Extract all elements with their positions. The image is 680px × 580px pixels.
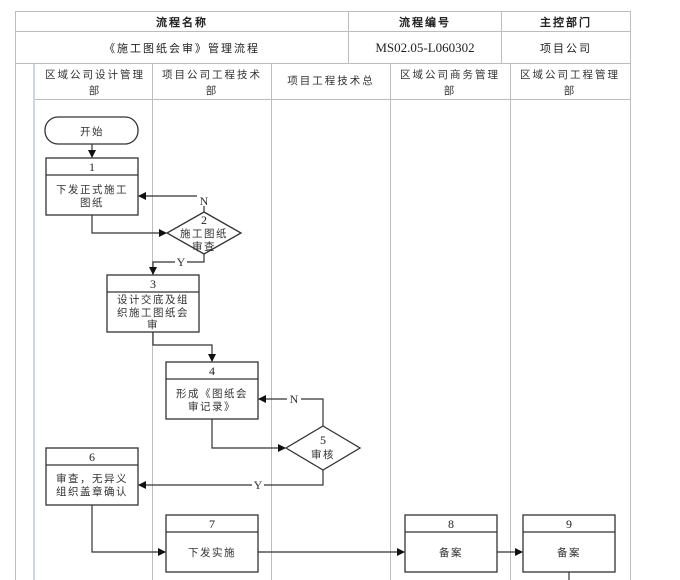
process-node-8 (404, 514, 498, 573)
node-3-text: 织施工图纸会 (117, 306, 189, 319)
node-8-number: 8 (448, 517, 454, 531)
process-node-9 (522, 514, 616, 573)
node-9-text: 备案 (557, 546, 581, 559)
edge-label-n5-yes: Y (254, 478, 263, 492)
border (15, 11, 16, 580)
edge-1-2 (91, 215, 167, 237)
lane-header: 项目公司工程技术部 (162, 69, 262, 97)
node-2-text: 审查 (192, 240, 216, 253)
edge-label-n2-yes: Y (177, 255, 186, 269)
node-3-text: 审 (147, 318, 159, 331)
edge-2-1-no (138, 192, 205, 212)
lane-header: 区域公司商务管理部 (400, 69, 500, 97)
node-7-text: 下发实施 (188, 546, 236, 559)
process-node-6 (45, 447, 139, 506)
node-1-text: 图纸 (80, 196, 104, 209)
node-6-number: 6 (89, 450, 95, 464)
border (501, 11, 502, 64)
node-6-text: 组织盖章确认 (56, 485, 128, 498)
node-4-text: 审记录》 (188, 400, 236, 413)
lane-divider (510, 64, 511, 580)
process-node-3 (106, 274, 200, 333)
node-4-number: 4 (209, 364, 215, 378)
process-name-value: 《施工图纸会审》管理流程 (104, 41, 260, 55)
border (15, 11, 631, 12)
edge-5-6-yes (138, 470, 324, 489)
lane-gutter (33, 64, 35, 580)
node-4-text: 形成《图纸会 (176, 387, 248, 400)
node-1-text: 下发正式施工 (56, 183, 128, 196)
node-5-text: 审核 (311, 448, 335, 461)
lane-header-divider (35, 99, 630, 100)
start-label: 开始 (80, 125, 104, 138)
lane-divider (390, 64, 391, 580)
border (348, 11, 349, 64)
control-dept-value: 项目公司 (540, 41, 592, 55)
edge-label-n2-no: N (200, 194, 209, 208)
node-5-number: 5 (320, 433, 326, 447)
edge-5-4-no (258, 395, 324, 426)
edge-4-5 (211, 419, 286, 452)
node-2-number: 2 (201, 213, 207, 227)
node-2-text: 施工图纸 (180, 227, 228, 240)
lane-header: 项目工程技术总 (287, 75, 375, 87)
node-3-text: 设计交底及组 (117, 293, 189, 306)
node-8-text: 备案 (439, 546, 463, 559)
lane-header: 区域公司设计管理部 (45, 69, 145, 97)
process-name-label: 流程名称 (156, 15, 208, 29)
node-7-number: 7 (209, 517, 215, 531)
edge-6-7 (91, 505, 166, 556)
border (15, 31, 631, 32)
lane-header: 区域公司工程管理部 (520, 69, 620, 97)
border (15, 63, 631, 64)
process-node-7 (165, 514, 259, 573)
border (630, 11, 631, 580)
process-node-1 (45, 157, 139, 216)
node-9-number: 9 (566, 517, 572, 531)
control-dept-label: 主控部门 (540, 15, 592, 29)
lane-divider (271, 64, 272, 580)
process-code-value: MS02.05-L060302 (375, 39, 475, 55)
process-code-label: 流程编号 (399, 15, 451, 29)
node-6-text: 审查，无异义 (56, 472, 128, 485)
edge-3-4 (152, 332, 216, 362)
process-node-4 (165, 361, 259, 420)
node-1-number: 1 (89, 160, 95, 174)
node-3-number: 3 (150, 277, 156, 291)
edge-label-n5-no: N (290, 392, 299, 406)
